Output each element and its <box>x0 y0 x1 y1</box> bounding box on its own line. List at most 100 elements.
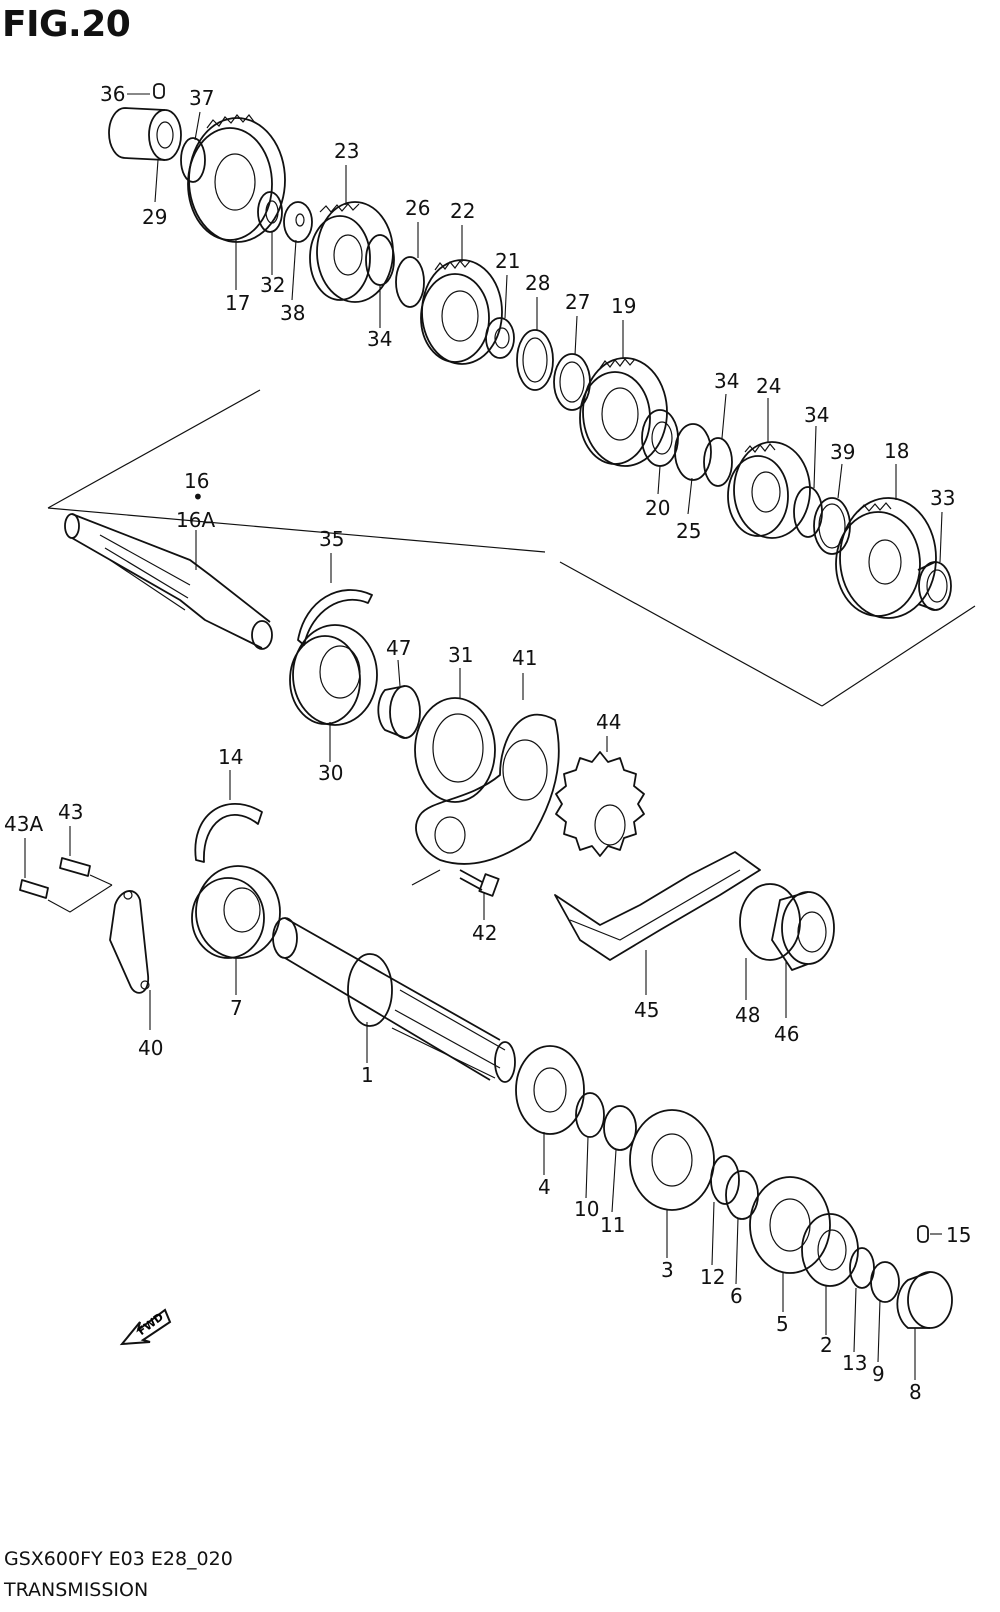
part-label: 12 <box>700 1265 725 1289</box>
part-11-circlip <box>603 1105 637 1151</box>
part-label: 18 <box>884 439 909 463</box>
part-18-gear <box>835 497 937 619</box>
part-number-labels: 36 37 29 23 17 32 38 26 22 34 21 28 27 1… <box>4 82 971 1404</box>
part-label: 33 <box>930 486 955 510</box>
part-label: 41 <box>512 646 537 670</box>
part-label: 24 <box>756 374 781 398</box>
part-label: 2 <box>820 1333 833 1357</box>
part-34-circlip-c <box>793 486 823 538</box>
part-28-washer <box>516 329 554 391</box>
part-46-nut <box>771 891 835 971</box>
part-label: 5 <box>776 1312 789 1336</box>
part-9-washer <box>870 1261 900 1303</box>
part-label: 40 <box>138 1036 163 1060</box>
part-label: 13 <box>842 1351 867 1375</box>
part-14-circlip <box>194 802 263 863</box>
countershaft-group-outline <box>47 389 976 707</box>
part-label: 35 <box>319 527 344 551</box>
forward-direction-icon: FWD <box>119 1308 172 1346</box>
part-32-washer <box>257 191 283 233</box>
part-17-gear <box>187 114 286 243</box>
part-label: 22 <box>450 199 475 223</box>
part-label: 46 <box>774 1022 799 1046</box>
part-43-screw <box>59 857 91 877</box>
part-8-bushing <box>896 1271 953 1329</box>
part-15-pin <box>917 1225 929 1243</box>
part-45-drive-chain <box>554 851 761 961</box>
part-33-bushing <box>917 561 952 611</box>
part-47-collar <box>377 685 421 739</box>
part-label: 34 <box>367 327 392 351</box>
part-label: 9 <box>872 1362 885 1386</box>
part-label: 47 <box>386 636 411 660</box>
part-label: 39 <box>830 440 855 464</box>
part-4-gear <box>515 1045 585 1135</box>
part-label: 34 <box>804 403 829 427</box>
part-16-countershaft <box>64 513 273 650</box>
part-29-bushing <box>108 107 182 161</box>
part-label: 43 <box>58 800 83 824</box>
part-label: 37 <box>189 86 214 110</box>
part-40-stopper <box>109 890 150 994</box>
part-label: 19 <box>611 294 636 318</box>
part-42-bolt <box>459 869 500 897</box>
part-label: 6 <box>730 1284 743 1308</box>
part-label: • <box>192 485 204 509</box>
part-30-bearing <box>289 624 378 726</box>
part-label: 4 <box>538 1175 551 1199</box>
part-label: 31 <box>448 643 473 667</box>
leader-lines <box>24 93 943 1380</box>
part-6-washer <box>725 1170 759 1220</box>
part-label: 26 <box>405 196 430 220</box>
part-25-washer <box>674 423 712 481</box>
part-label: 11 <box>600 1213 625 1237</box>
figure-title: FIG.20 <box>2 4 131 45</box>
part-label: 30 <box>318 761 343 785</box>
part-24-gear <box>727 441 811 539</box>
part-7-bearing <box>191 865 281 959</box>
part-10-washer <box>575 1092 605 1138</box>
part-label: 29 <box>142 205 167 229</box>
part-label: 28 <box>525 271 550 295</box>
part-label: 32 <box>260 273 285 297</box>
part-label: 42 <box>472 921 497 945</box>
part-label: 45 <box>634 998 659 1022</box>
part-1-driveshaft <box>272 917 516 1083</box>
part-label: 38 <box>280 301 305 325</box>
part-43A-screw <box>19 879 49 899</box>
part-26-circlip <box>395 256 425 308</box>
part-label: 48 <box>735 1003 760 1027</box>
part-5-gear <box>749 1176 831 1274</box>
part-label: 44 <box>596 710 621 734</box>
part-label: 3 <box>661 1258 674 1282</box>
part-label: 27 <box>565 290 590 314</box>
part-label: 16A <box>176 508 215 532</box>
part-37-washer <box>180 137 206 183</box>
part-label: 23 <box>334 139 359 163</box>
part-31-oil-seal <box>414 697 496 803</box>
section-name: TRANSMISSION <box>4 1579 149 1601</box>
part-label: 21 <box>495 249 520 273</box>
part-35-circlip <box>297 589 373 646</box>
part-39-washer <box>813 497 851 555</box>
part-label: 34 <box>714 369 739 393</box>
part-label: 36 <box>100 82 125 106</box>
part-12-circlip <box>710 1155 740 1205</box>
part-48-washer <box>739 883 801 961</box>
part-label: 25 <box>676 519 701 543</box>
part-41-retainer-plate <box>411 713 560 886</box>
part-22-gear <box>420 259 503 365</box>
model-code: GSX600FY E03 E28_020 <box>4 1548 233 1570</box>
part-label: 7 <box>230 996 243 1020</box>
part-label: 10 <box>574 1197 599 1221</box>
part-label: 16 <box>184 469 209 493</box>
part-label: 1 <box>361 1063 374 1087</box>
part-36-pin <box>153 83 165 99</box>
part-label: 15 <box>946 1223 971 1247</box>
part-label: 17 <box>225 291 250 315</box>
part-label: 43A <box>4 812 43 836</box>
part-44-sprocket <box>555 751 645 857</box>
part-21-bushing <box>485 317 515 359</box>
part-label: 8 <box>909 1380 922 1404</box>
